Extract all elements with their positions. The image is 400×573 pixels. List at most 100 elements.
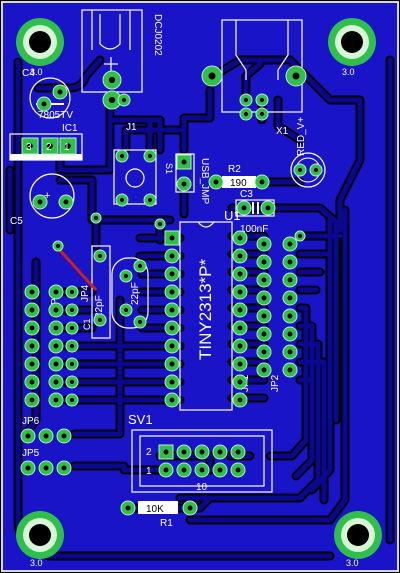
- r2-value: 190: [230, 178, 247, 189]
- drill-hole: [29, 343, 35, 349]
- drill-hole: [121, 97, 127, 103]
- u1-label: U1: [224, 208, 241, 223]
- trace: [35, 57, 103, 91]
- drill-hole: [97, 317, 103, 323]
- drill-hole: [243, 111, 249, 117]
- c3-label: C3: [240, 189, 253, 200]
- trace: [293, 323, 315, 479]
- drill-hole: [147, 153, 153, 159]
- drill-hole: [123, 307, 129, 313]
- sv1-pin1: 1: [146, 466, 152, 477]
- drill-hole: [237, 271, 243, 277]
- drill-hole: [261, 241, 267, 247]
- r2-label: R2: [228, 164, 241, 175]
- drill-hole: [235, 467, 241, 473]
- drill-hole: [97, 253, 103, 259]
- c3-value: 100nF: [240, 224, 268, 235]
- s1-label: S1: [164, 163, 174, 174]
- dc-jack-label: DCJ0202: [152, 14, 163, 56]
- drill-hole: [298, 234, 302, 238]
- drill-hole: [181, 181, 187, 187]
- drill-hole: [287, 295, 293, 301]
- drill-hole: [69, 325, 75, 331]
- drill-hole: [181, 467, 187, 473]
- drill-hole: [163, 449, 169, 455]
- drill-hole: [297, 167, 303, 173]
- drill-hole: [259, 179, 265, 185]
- drill-hole: [213, 179, 219, 185]
- drill-hole: [29, 307, 35, 313]
- svg-text:+: +: [44, 190, 50, 202]
- drill-hole: [47, 143, 53, 149]
- drill-hole: [53, 325, 59, 331]
- capacitor-c5: +: [29, 173, 75, 219]
- trace: [187, 207, 348, 523]
- jumper-wire: [54, 244, 98, 292]
- j1-label: J1: [126, 122, 137, 133]
- resistor-r1: 10K: [138, 501, 178, 515]
- drill-hole: [208, 72, 216, 80]
- drill-hole: [287, 313, 293, 319]
- hole-label: 3.0: [342, 67, 355, 77]
- drill-hole: [69, 361, 75, 367]
- drill-hole: [158, 222, 162, 226]
- trace: [71, 297, 123, 437]
- trace: [177, 341, 321, 501]
- drill-hole: [169, 253, 175, 259]
- drill-hole: [169, 289, 175, 295]
- hole-label: 3.0: [30, 67, 43, 77]
- drill-hole: [261, 277, 267, 283]
- drill-hole: [237, 235, 243, 241]
- regulator-7805: [9, 133, 83, 161]
- reg-pin-2: 2: [46, 142, 52, 153]
- crystal-label: 22pF: [94, 295, 105, 318]
- drill-hole: [61, 465, 67, 471]
- drill-hole: [261, 259, 267, 265]
- drill-hole: [169, 379, 175, 385]
- drill-hole: [287, 241, 293, 247]
- pad-layer: [20, 65, 323, 516]
- drill-hole: [53, 307, 59, 313]
- drill-hole: [237, 307, 243, 313]
- mounting-hole-bottom-right: 3.0: [334, 511, 382, 568]
- drill-hole: [29, 289, 35, 295]
- drill-hole: [53, 361, 59, 367]
- drill-hole: [29, 361, 35, 367]
- drill-hole: [94, 216, 98, 220]
- drill-hole: [163, 467, 169, 473]
- drill-hole: [169, 397, 175, 403]
- drill-hole: [287, 349, 293, 355]
- trace: [57, 177, 173, 223]
- drill-hole: [237, 325, 243, 331]
- drill-hole: [119, 153, 125, 159]
- drill-hole: [125, 505, 131, 511]
- drill-hole: [265, 205, 271, 211]
- c5-label: C5: [10, 216, 23, 227]
- trace: [123, 127, 183, 153]
- hole-label: 3.0: [30, 558, 43, 568]
- drill-hole: [287, 367, 293, 373]
- drill-hole: [169, 235, 175, 241]
- jp4-label: JP4: [80, 284, 91, 302]
- drill-hole: [137, 319, 143, 325]
- x1-label: X1: [276, 126, 289, 137]
- drill-hole: [199, 449, 205, 455]
- drill-hole: [169, 343, 175, 349]
- drill-hole: [287, 277, 293, 283]
- c4-label: C4: [22, 68, 35, 79]
- drill-hole: [37, 199, 43, 205]
- trace: [229, 205, 339, 423]
- drill-hole: [181, 449, 187, 455]
- drill-hole: [69, 379, 75, 385]
- r1-value: 10K: [146, 504, 164, 515]
- drill-hole: [65, 143, 71, 149]
- sv1-pin2: 2: [146, 447, 152, 458]
- drill-hole: [147, 197, 153, 203]
- trace: [297, 359, 327, 503]
- drill-hole: [53, 289, 59, 295]
- jp5-label: JP5: [22, 448, 40, 459]
- hole-label: 3.0: [346, 558, 359, 568]
- drill-hole: [43, 465, 49, 471]
